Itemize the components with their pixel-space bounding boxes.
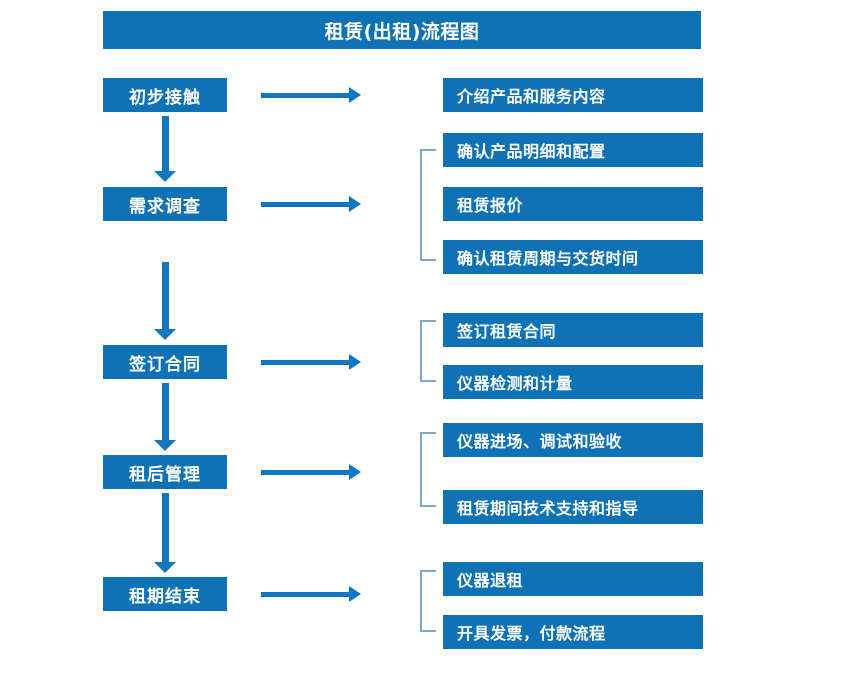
stage-node-2-label: 需求调查	[129, 196, 201, 217]
arrow-shaft	[261, 202, 349, 207]
flow-arrow-down-2-to-3	[154, 262, 176, 340]
output-node-3-2[interactable]: 仪器检测和计量	[443, 365, 703, 399]
stage-node-2[interactable]: 需求调查	[103, 187, 227, 221]
output-node-2-2-label: 租赁报价	[457, 196, 524, 215]
bracket-stage-5	[420, 570, 436, 632]
arrow-shaft	[161, 116, 169, 171]
stage-node-1[interactable]: 初步接触	[103, 78, 227, 112]
output-node-1-1-label: 介绍产品和服务内容	[457, 87, 606, 106]
bracket-stub-top	[420, 432, 436, 434]
bracket-line	[420, 570, 422, 632]
arrow-head-right-icon	[349, 196, 361, 212]
bracket-stub-bottom	[420, 630, 436, 632]
flow-arrow-right-2	[261, 196, 361, 212]
arrow-head-right-icon	[349, 586, 361, 602]
bracket-line	[420, 149, 422, 261]
arrow-head-right-icon	[349, 87, 361, 103]
diagram-title-bar: 租赁(出租)流程图	[103, 11, 701, 49]
arrow-shaft	[161, 383, 169, 440]
bracket-stub-top	[420, 149, 436, 151]
output-node-2-1[interactable]: 确认产品明细和配置	[443, 133, 703, 167]
output-node-4-1-label: 仪器进场、调试和验收	[457, 432, 623, 451]
arrow-head-down-icon	[154, 171, 176, 182]
stage-node-5-label: 租期结束	[129, 586, 201, 607]
output-node-5-2[interactable]: 开具发票，付款流程	[443, 615, 703, 649]
flow-arrow-down-4-to-5	[154, 493, 176, 573]
arrow-shaft	[161, 262, 169, 329]
arrow-head-right-icon	[349, 354, 361, 370]
bracket-stage-3	[420, 320, 436, 382]
bracket-line	[420, 320, 422, 382]
output-node-5-2-label: 开具发票，付款流程	[457, 624, 606, 643]
output-node-2-2[interactable]: 租赁报价	[443, 187, 703, 221]
bracket-stub-top	[420, 320, 436, 322]
stage-node-5[interactable]: 租期结束	[103, 577, 227, 611]
stage-node-4[interactable]: 租后管理	[103, 455, 227, 489]
stage-node-3-label: 签订合同	[129, 354, 201, 375]
arrow-head-down-icon	[154, 562, 176, 573]
flow-arrow-right-1	[261, 87, 361, 103]
arrow-head-down-icon	[154, 329, 176, 340]
bracket-stage-4	[420, 432, 436, 507]
arrow-shaft	[261, 360, 349, 365]
output-node-3-1[interactable]: 签订租赁合同	[443, 313, 703, 347]
output-node-3-1-label: 签订租赁合同	[457, 322, 557, 341]
arrow-shaft	[261, 470, 349, 475]
output-node-2-3[interactable]: 确认租赁周期与交货时间	[443, 240, 703, 274]
flow-arrow-right-4	[261, 464, 361, 480]
stage-node-3[interactable]: 签订合同	[103, 345, 227, 379]
output-node-3-2-label: 仪器检测和计量	[457, 374, 573, 393]
bracket-line	[420, 432, 422, 507]
output-node-2-3-label: 确认租赁周期与交货时间	[457, 249, 639, 268]
arrow-shaft	[161, 493, 169, 562]
bracket-stub-bottom	[420, 259, 436, 261]
stage-node-1-label: 初步接触	[129, 87, 201, 108]
output-node-4-2-label: 租赁期间技术支持和指导	[457, 499, 639, 518]
stage-node-4-label: 租后管理	[129, 464, 201, 485]
bracket-stage-2	[420, 149, 436, 261]
output-node-5-1-label: 仪器退租	[457, 571, 524, 590]
flow-arrow-down-3-to-4	[154, 383, 176, 451]
arrow-head-right-icon	[349, 464, 361, 480]
arrow-head-down-icon	[154, 440, 176, 451]
flow-arrow-right-3	[261, 354, 361, 370]
arrow-shaft	[261, 592, 349, 597]
output-node-4-1[interactable]: 仪器进场、调试和验收	[443, 423, 703, 457]
bracket-stub-top	[420, 570, 436, 572]
output-node-4-2[interactable]: 租赁期间技术支持和指导	[443, 490, 703, 524]
output-node-1-1[interactable]: 介绍产品和服务内容	[443, 78, 703, 112]
bracket-stub-bottom	[420, 505, 436, 507]
flow-arrow-down-1-to-2	[154, 116, 176, 182]
diagram-title: 租赁(出租)流程图	[324, 20, 480, 43]
output-node-5-1[interactable]: 仪器退租	[443, 562, 703, 596]
bracket-stub-bottom	[420, 380, 436, 382]
flow-arrow-right-5	[261, 586, 361, 602]
output-node-2-1-label: 确认产品明细和配置	[457, 142, 606, 161]
arrow-shaft	[261, 93, 349, 98]
